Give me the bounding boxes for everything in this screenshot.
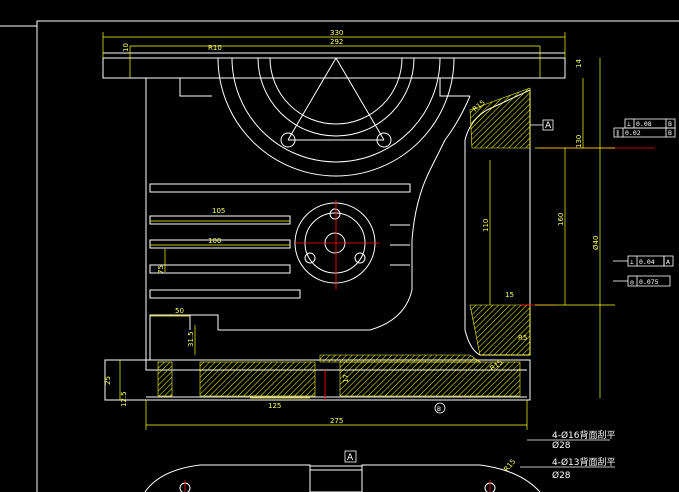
dim-17: 17 — [342, 374, 350, 383]
svg-text:A: A — [347, 453, 354, 463]
part-outline — [102, 52, 566, 401]
svg-text:0.075: 0.075 — [639, 278, 659, 286]
dim-50: 50 — [175, 307, 184, 315]
tolerance-frame-1: ⊥ 0.08 B — [624, 118, 676, 129]
datum-marker-b: B — [434, 402, 446, 414]
lower-view-outline — [144, 464, 541, 492]
svg-text:A: A — [545, 121, 552, 131]
svg-text:0.08: 0.08 — [636, 120, 652, 128]
dim-rib-75: 75 — [157, 265, 165, 274]
tolerance-frame-4: ◎ 0.075 — [613, 275, 671, 287]
drawing-frame — [0, 20, 679, 492]
dim-rib-100: 100 — [208, 237, 221, 245]
dim-r5: R5 — [518, 334, 527, 342]
dim-r10: R10 — [208, 44, 222, 52]
dim-base-275: 275 — [330, 417, 343, 425]
dim-125: 125 — [268, 402, 281, 410]
dim-overall-width: 330 — [330, 29, 343, 37]
datum-marker-a-bottom: A — [344, 450, 357, 463]
dim-height-110: 110 — [482, 219, 490, 232]
svg-text:∥: ∥ — [616, 129, 619, 137]
svg-text:B: B — [668, 129, 672, 137]
svg-text:◎: ◎ — [630, 278, 634, 286]
dim-31-5: 31.5 — [187, 331, 195, 347]
svg-text:B: B — [668, 120, 672, 128]
note-hole-13: 4-Ø13背面刮平 — [552, 456, 616, 468]
note-hole-16: 4-Ø16背面刮平 — [552, 429, 616, 441]
dim-inner-width: 292 — [330, 38, 343, 46]
note-dia-28-a: Ø28 — [552, 440, 571, 451]
ribs — [149, 183, 411, 299]
svg-text:0.02: 0.02 — [625, 129, 641, 137]
dim-r15-bottom: R15 — [502, 458, 517, 474]
tolerance-frame-2: ∥ 0.02 B — [613, 127, 676, 138]
dim-25: 25 — [104, 376, 112, 385]
svg-text:⊥: ⊥ — [630, 258, 634, 266]
section-hatch — [157, 87, 531, 397]
bore-arcs — [217, 57, 455, 177]
dim-12-5: 12.5 — [120, 391, 128, 407]
svg-text:A: A — [666, 258, 670, 266]
svg-text:⊥: ⊥ — [627, 120, 631, 128]
dim-15: 15 — [505, 291, 514, 299]
dim-height-130: 130 — [575, 135, 583, 148]
dim-height-160: 160 — [557, 213, 565, 226]
dim-dia-40: Ø40 — [592, 236, 600, 250]
tolerance-frame-3: ⊥ 0.04 A — [613, 255, 674, 267]
datum-marker-a-top: A — [530, 119, 554, 131]
dim-rib-105: 105 — [212, 207, 225, 215]
dimension-lines — [102, 32, 615, 430]
svg-text:0.04: 0.04 — [639, 258, 655, 266]
note-dia-28-b: Ø28 — [552, 470, 571, 481]
dim-top-right-small: 14 — [575, 59, 583, 68]
dim-top-left-small: 10 — [122, 43, 130, 52]
svg-text:B: B — [437, 405, 441, 413]
